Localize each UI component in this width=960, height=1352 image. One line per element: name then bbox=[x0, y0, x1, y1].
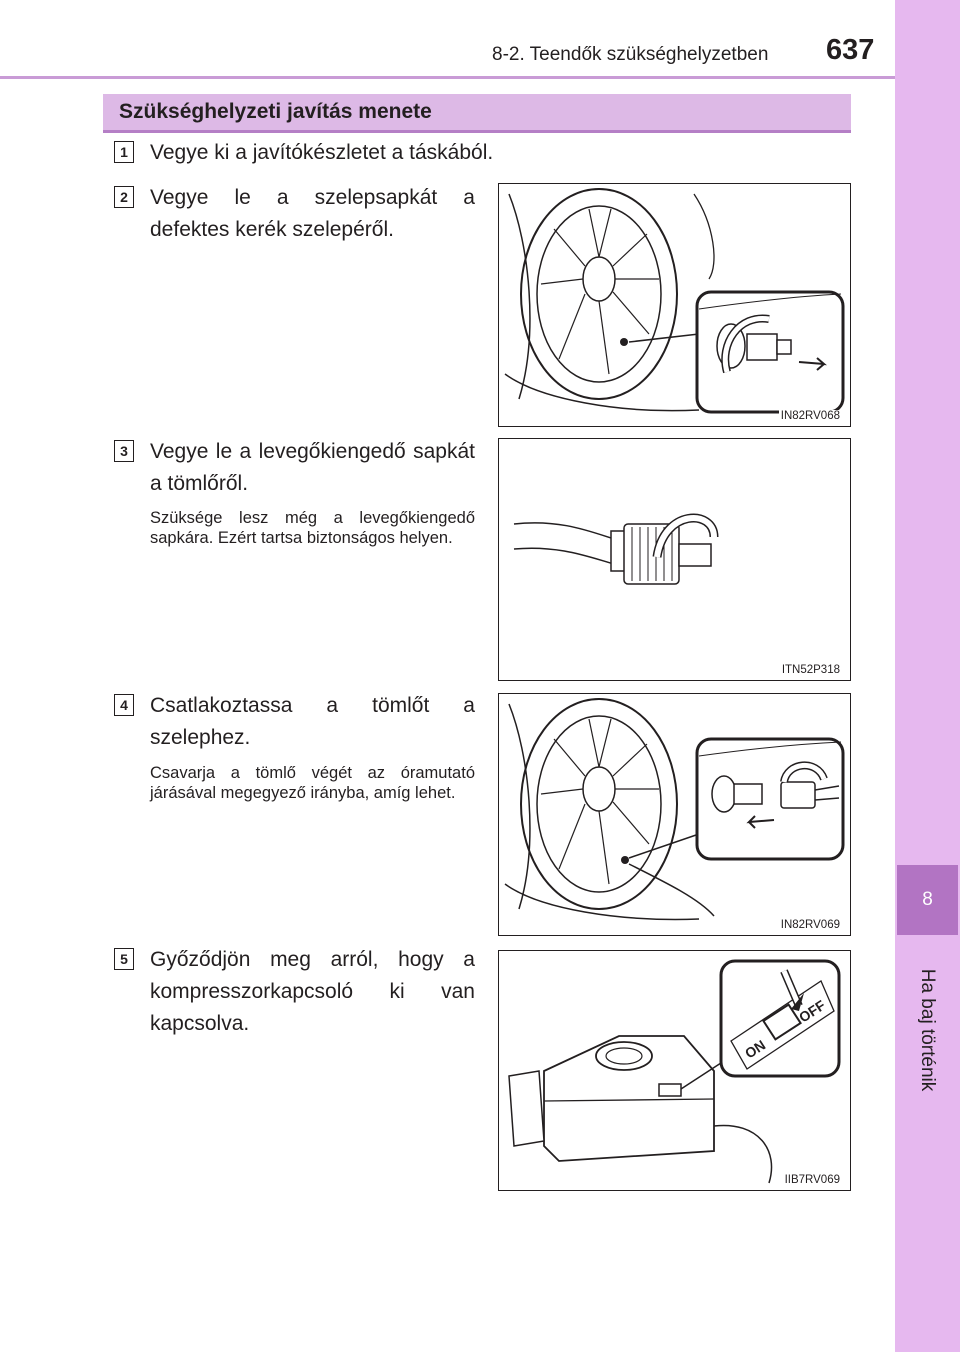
step-3-note: Szüksége lesz még a levegőkiengedő sapká… bbox=[150, 509, 475, 547]
figure-code: ITN52P318 bbox=[779, 664, 842, 676]
step-number-3: 3 bbox=[114, 440, 134, 462]
figure-air-release-cap: ITN52P318 bbox=[498, 438, 851, 681]
compressor-illustration: ON OFF bbox=[508, 959, 841, 1184]
header-rule bbox=[0, 76, 895, 79]
step-1-text: Vegye ki a javítókészletet a táskából. bbox=[150, 141, 494, 164]
section-heading-text: Szükséghelyzeti javítás menete bbox=[119, 100, 432, 123]
page-number: 637 bbox=[826, 34, 875, 66]
wheel-valve-illustration bbox=[504, 188, 845, 414]
side-tab bbox=[895, 0, 960, 1352]
header-section-title: 8-2. Teendők szükséghelyzetben bbox=[492, 44, 769, 65]
step-3-text: Vegye le a levegőkiengedő sapkát a tömlő… bbox=[150, 440, 475, 495]
step-4-text: Csatlakoztassa a tömlőt a szelephez. bbox=[150, 694, 475, 749]
figure-hose-connect: IN82RV069 bbox=[498, 693, 851, 936]
hose-connect-illustration bbox=[504, 698, 845, 921]
figure-compressor-switch: ON OFF IIB7RV069 bbox=[498, 950, 851, 1191]
step-number-5: 5 bbox=[114, 948, 134, 970]
step-number-1: 1 bbox=[114, 141, 134, 163]
figure-wheel-valve-cap: IN82RV068 bbox=[498, 183, 851, 427]
chapter-title: Ha baj történik bbox=[917, 968, 938, 1092]
figure-code: IN82RV068 bbox=[778, 410, 842, 422]
step-5-text: Győződjön meg arról, hogy a kompresszork… bbox=[150, 948, 475, 1035]
hose-cap-illustration bbox=[513, 513, 719, 585]
figure-code: IN82RV069 bbox=[778, 919, 842, 931]
step-number-2: 2 bbox=[114, 186, 134, 208]
figure-code: IIB7RV069 bbox=[782, 1174, 842, 1186]
chapter-number-box: 8 bbox=[897, 865, 958, 935]
section-heading: Szükséghelyzeti javítás menete bbox=[103, 94, 851, 133]
chapter-number: 8 bbox=[922, 889, 933, 910]
step-4-note: Csavarja a tömlő végét az óramutató járá… bbox=[150, 764, 475, 802]
step-number-4: 4 bbox=[114, 694, 134, 716]
step-2-text: Vegye le a szelepsapkát a defektes kerék… bbox=[150, 186, 475, 241]
